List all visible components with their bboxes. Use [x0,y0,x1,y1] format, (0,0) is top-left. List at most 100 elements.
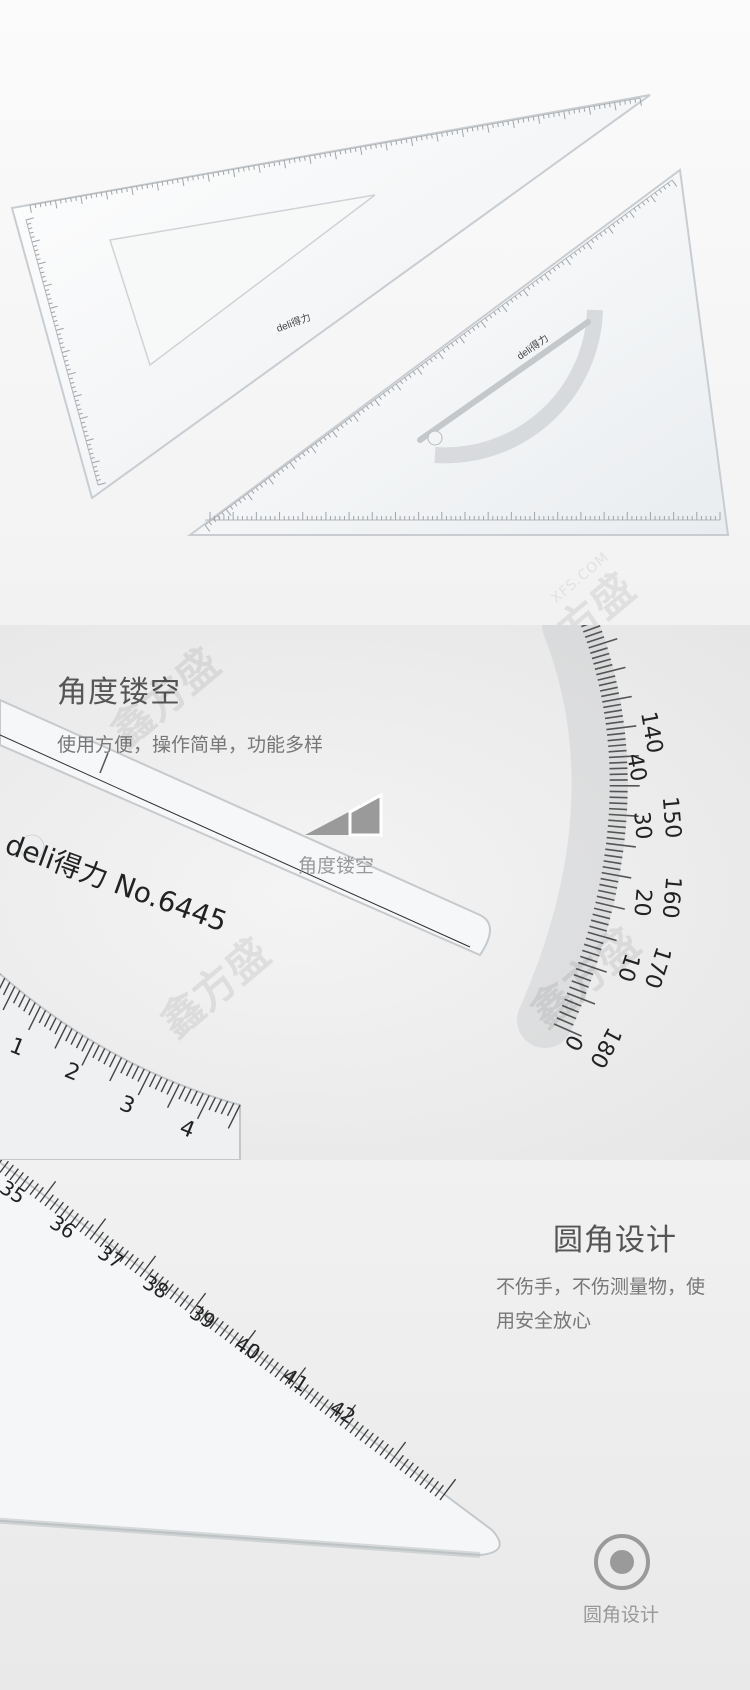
ruler-tick [244,1343,254,1356]
ruler-tick [14,1172,24,1185]
protractor-tick [581,625,588,628]
ruler-tip-closeup [0,1160,650,1590]
ruler-tick [599,233,603,237]
protractor-tick [609,802,628,805]
ruler-tick [492,123,494,128]
ruler-tick [507,121,510,126]
ruler-tick [187,177,189,182]
protractor-tick [606,725,637,731]
ruler-tick [97,482,106,486]
ruler-tick [304,156,306,161]
ruler-tick [512,120,515,129]
ruler-tick [24,1179,34,1192]
ruler-tick [229,1332,239,1345]
ruler-tick [390,141,393,146]
ruler-tick [433,355,438,360]
ruler-tick [619,101,621,106]
ruler-tick [578,108,581,113]
ruler-tick [75,1035,84,1049]
ruler-tick [329,152,332,157]
ruler-tick [586,242,593,250]
protractor-tick [593,658,612,665]
ruler-tick [327,433,331,438]
ruler-tick [232,169,236,178]
ruler-tick [441,132,443,137]
scale-number: 30 [628,810,656,841]
ruler-tick [58,337,63,340]
ruler-tick [171,179,174,185]
ruler-tick [70,197,72,202]
ruler-tick [502,121,504,127]
ruler-tick [96,479,101,482]
ruler-tick [569,254,573,259]
ruler-tick [149,1272,159,1285]
ruler-tick [344,1417,354,1430]
ruler-tick [217,515,221,520]
ruler-tick [578,248,582,253]
ruler-tick [463,333,467,338]
ruler-tick [146,184,149,189]
triangle-ruler-left: deli得力 [10,94,651,500]
protractor-tick [601,871,632,879]
ruler-tick [196,1092,204,1107]
ruler-tick [64,1209,74,1222]
ruler-tick [385,142,388,151]
ruler-tick [71,386,76,389]
ruler-tick [44,202,47,207]
ruler-tick [219,1324,229,1337]
ruler-tick [302,452,306,457]
ruler-tick [125,1063,134,1077]
ruler-tick [89,1218,107,1240]
protractor-tick [561,1004,580,1014]
ruler-tick [190,1090,198,1105]
ruler-tick [532,116,535,121]
ruler-tick [237,168,240,173]
ruler-tick [39,267,44,270]
ruler-tick [84,1224,94,1237]
ruler-tick [426,135,428,140]
ruler-tick [38,1009,47,1024]
ruler-tick [370,145,372,150]
ruler-tick [83,430,88,433]
protractor-tick [598,889,616,895]
ruler-tick [29,204,32,213]
ruler-tick [69,1212,79,1225]
ruler-tick [408,374,412,378]
ruler-tick [141,185,144,190]
ruler-tick [481,125,484,130]
ruler-tick [166,180,169,185]
angle-cutout-section: 角度镂空 使用方便，操作简单，功能多样 角度镂空 deli得力 No.6445 … [0,625,750,1160]
ruler-tick [212,172,215,177]
protractor-tick [583,625,601,633]
ruler-tick [42,280,47,283]
ruler-tick [442,349,446,353]
ruler-tick [501,305,508,313]
ruler-tick [556,264,561,269]
ruler-tick [565,258,571,266]
ruler-tick [65,364,70,367]
ruler-tick [2,981,11,996]
ruler-tick [164,1283,174,1296]
protractor-tick [566,992,596,1005]
ruler-tick [34,204,37,209]
ruler-tick [359,146,363,155]
ruler-tick [217,171,220,177]
ruler-tick [616,220,620,225]
ruler-tick [476,323,480,328]
ruler-tick [339,150,342,155]
ruler-tick [60,346,65,349]
ruler-tick [87,443,92,446]
protractor-closeup [0,625,640,1160]
ruler-tick [28,1006,41,1031]
ruler-tick [70,381,75,384]
ruler-tick [54,200,58,209]
ruler-tick [75,196,77,201]
ruler-tick [384,1447,394,1460]
protractor-tick [605,720,624,725]
ruler-tick [139,1255,157,1278]
ruler-tick [289,1367,307,1389]
ruler-tick [334,151,337,160]
ruler-tick [450,342,454,347]
ruler-tick [284,1373,294,1386]
ruler-tick [23,998,31,1012]
